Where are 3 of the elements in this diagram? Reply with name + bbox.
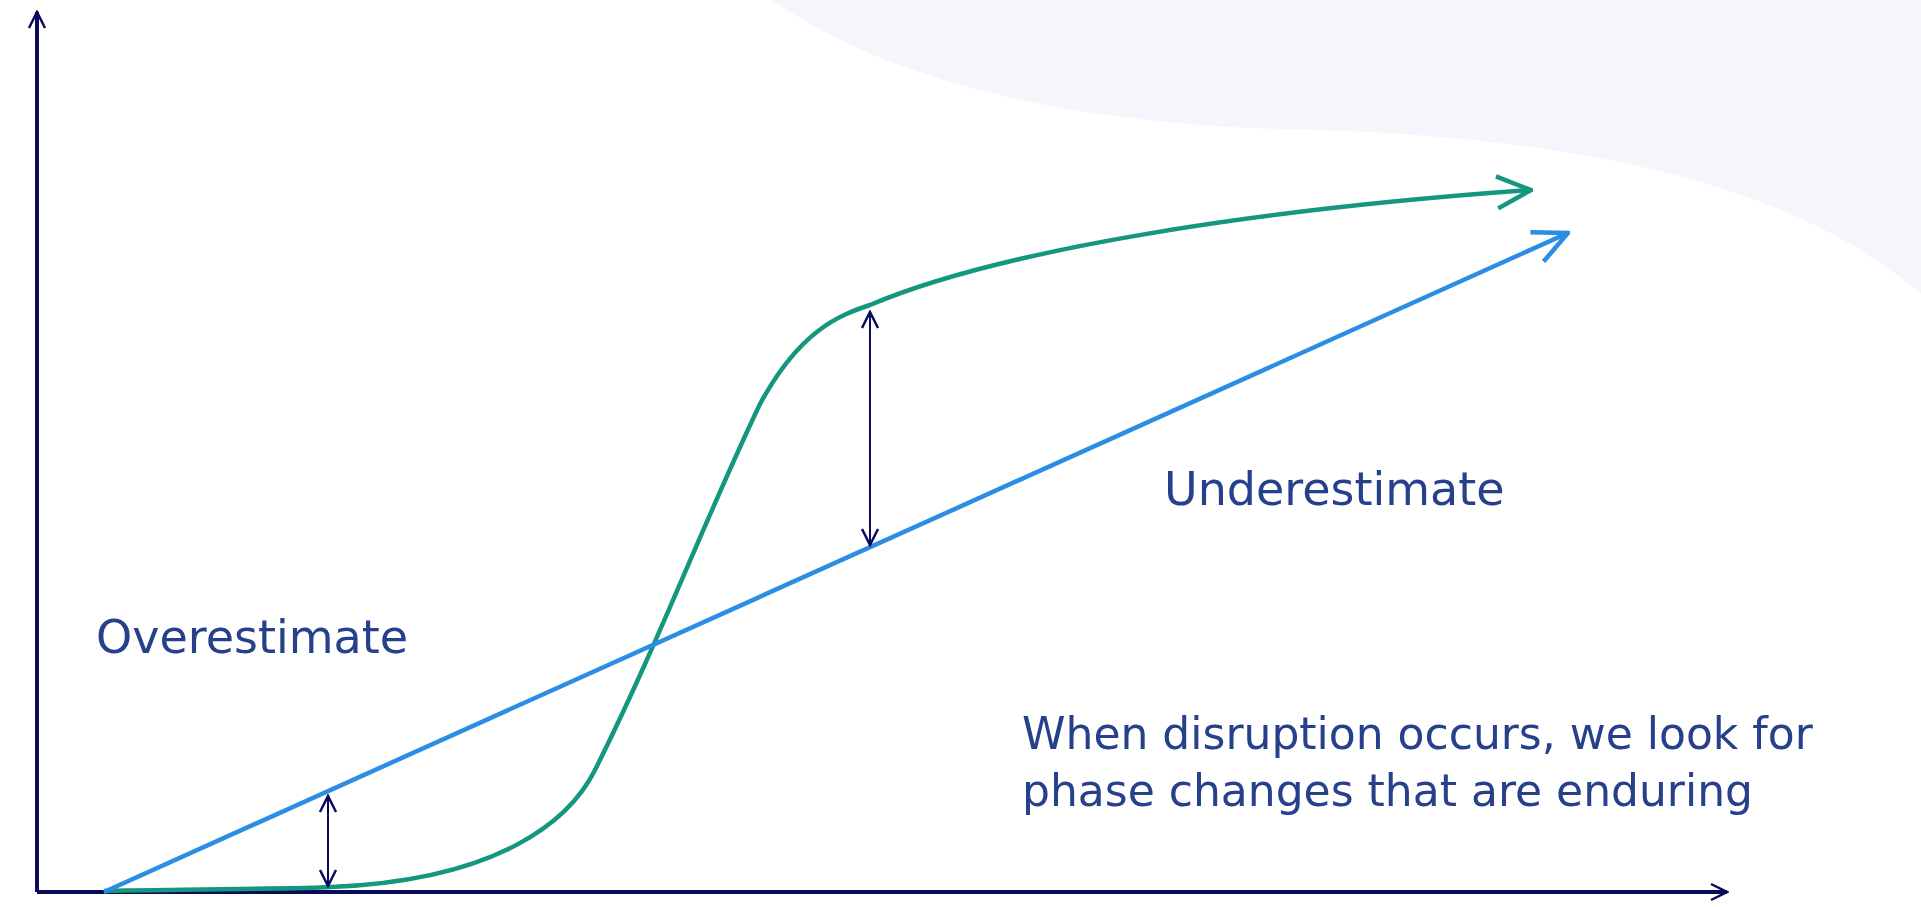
curve-label: Overestimate xyxy=(96,609,409,666)
note-text: When disruption occurs, we look for phase changes that are enduring xyxy=(1022,707,1814,819)
curve-label: Underestimate xyxy=(1164,461,1505,518)
